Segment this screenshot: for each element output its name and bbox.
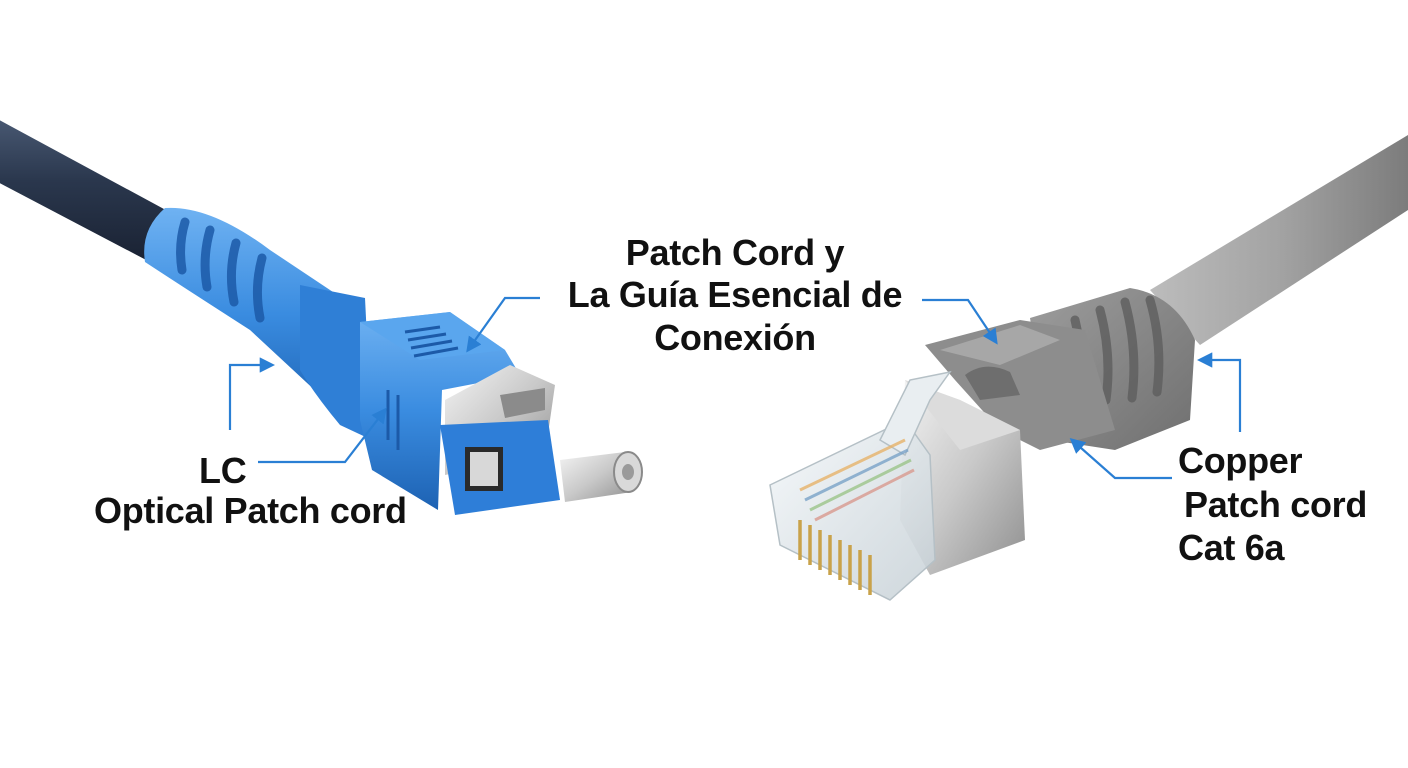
copper-clear-body xyxy=(769,419,936,601)
callout-copper-to-cable xyxy=(1196,352,1242,432)
copper-internal-wires xyxy=(799,438,915,522)
fiber-body xyxy=(300,285,372,440)
fiber-housing-grip xyxy=(404,325,459,358)
callout-title-to-lc xyxy=(466,296,540,353)
lc-fiber-connector xyxy=(0,120,643,515)
callout-lc-to-housing xyxy=(258,407,387,464)
fiber-cable xyxy=(0,120,175,262)
callout-title-to-rj45 xyxy=(922,298,998,345)
title-line-1: Patch Cord y xyxy=(625,232,845,273)
copper-label-line-2: Patch cord xyxy=(1184,484,1368,525)
copper-label-line-3: Cat 6a xyxy=(1178,527,1285,568)
rj45-copper-connector xyxy=(769,135,1408,601)
fiber-boot-ribs xyxy=(176,217,267,323)
copper-label-line-1: Copper xyxy=(1178,440,1303,481)
optical-patch-cord-label: Optical Patch cord xyxy=(94,490,407,531)
fiber-ferrule xyxy=(560,451,643,502)
gold-pins xyxy=(798,520,872,595)
copper-cable xyxy=(1150,135,1408,345)
title-line-2: La Guía Esencial de xyxy=(567,274,903,316)
title-label: Patch Cord y La Guía Esencial de Conexió… xyxy=(540,232,930,359)
callout-copper-to-collar xyxy=(1069,437,1172,480)
lc-label: LC xyxy=(199,450,247,491)
callout-lc-to-boot xyxy=(228,357,276,430)
title-line-3: Conexión xyxy=(654,316,816,358)
fiber-housing xyxy=(360,312,520,510)
callout-lines xyxy=(228,296,1242,480)
